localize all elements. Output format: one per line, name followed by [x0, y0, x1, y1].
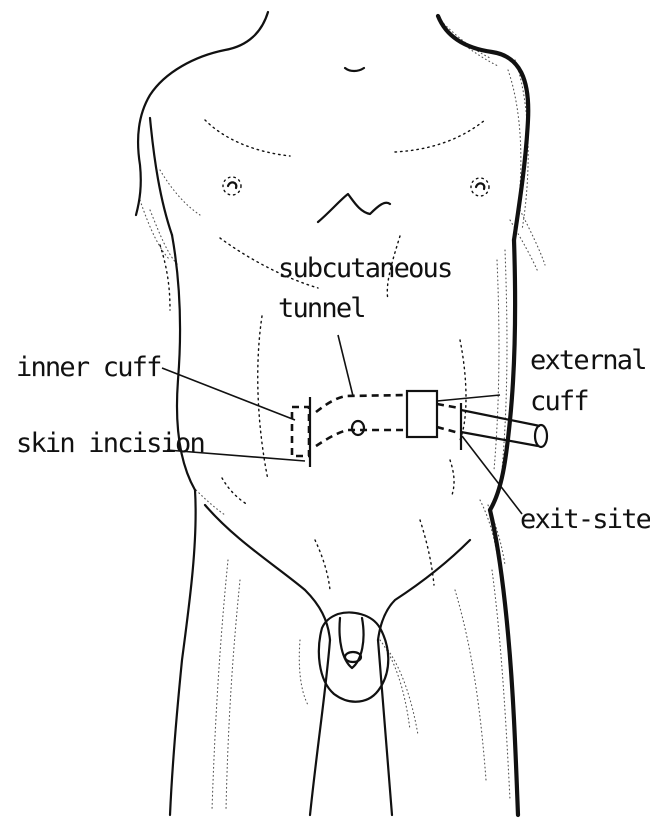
inner-cuff-box [292, 407, 309, 456]
label-external: external [530, 345, 646, 376]
label-skin-incision: skin incision [16, 428, 204, 459]
anatomy-folds [160, 120, 485, 590]
labels: subcutaneous tunnel inner cuff external … [16, 253, 650, 535]
label-cuff: cuff [530, 386, 588, 417]
label-subcutaneous: subcutaneous [278, 253, 451, 284]
tube-end [535, 425, 547, 447]
tunnel-upper-dashed [316, 395, 408, 412]
label-inner-cuff: inner cuff [16, 352, 161, 383]
leader-lines [162, 335, 522, 514]
body-outline [136, 12, 528, 815]
external-cuff-box [407, 391, 437, 437]
external-tube [461, 410, 540, 426]
label-exit-site: exit-site [520, 504, 650, 535]
label-tunnel: tunnel [278, 293, 365, 324]
